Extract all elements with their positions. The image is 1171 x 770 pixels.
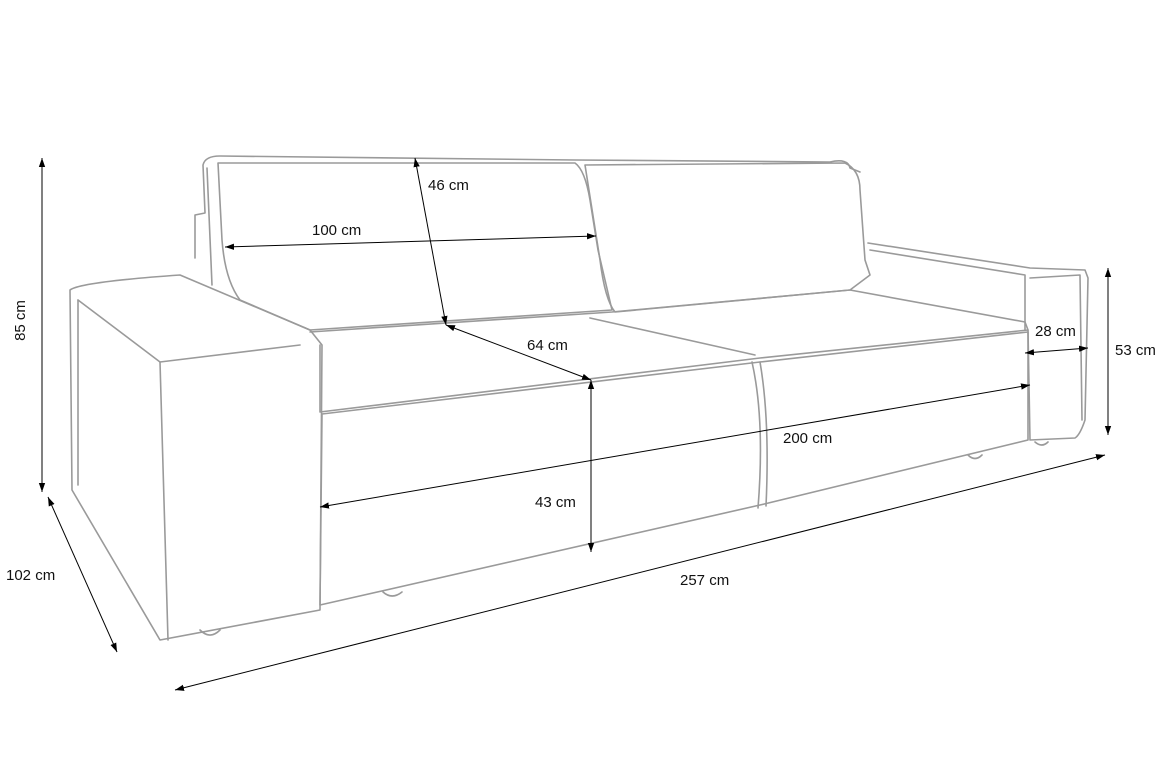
- dim-line-arm-width: [1024, 345, 1089, 356]
- left-back-cushion: [217, 162, 613, 331]
- label-back-height: 46 cm: [428, 177, 469, 194]
- label-seat-width: 200 cm: [783, 430, 833, 447]
- label-total-height: 85 cm: [11, 300, 29, 341]
- dim-line-seat-depth: [445, 324, 592, 381]
- label-seat-height: 43 cm: [535, 494, 576, 511]
- dim-line-back-height: [413, 157, 448, 326]
- left-armrest: [69, 274, 323, 641]
- sofa-outline: [69, 155, 1089, 641]
- dimension-lines: [38, 157, 1112, 691]
- right-back-cushion: [584, 162, 871, 313]
- dim-line-depth: [47, 496, 118, 653]
- dim-line-back-width: [224, 233, 597, 250]
- label-arm-width: 28 cm: [1035, 323, 1076, 340]
- right-armrest: [867, 242, 1089, 441]
- backrest-frame: [194, 155, 861, 259]
- seat-top: [309, 289, 1029, 413]
- label-seat-depth: 64 cm: [527, 337, 568, 354]
- dim-line-seat-width: [319, 383, 1031, 509]
- label-arm-height: 53 cm: [1115, 342, 1156, 359]
- label-total-width: 257 cm: [680, 572, 730, 589]
- dim-line-total-width: [174, 454, 1106, 691]
- label-depth: 102 cm: [6, 567, 56, 584]
- sofa-feet: [199, 441, 1049, 636]
- label-back-width: 100 cm: [312, 222, 362, 239]
